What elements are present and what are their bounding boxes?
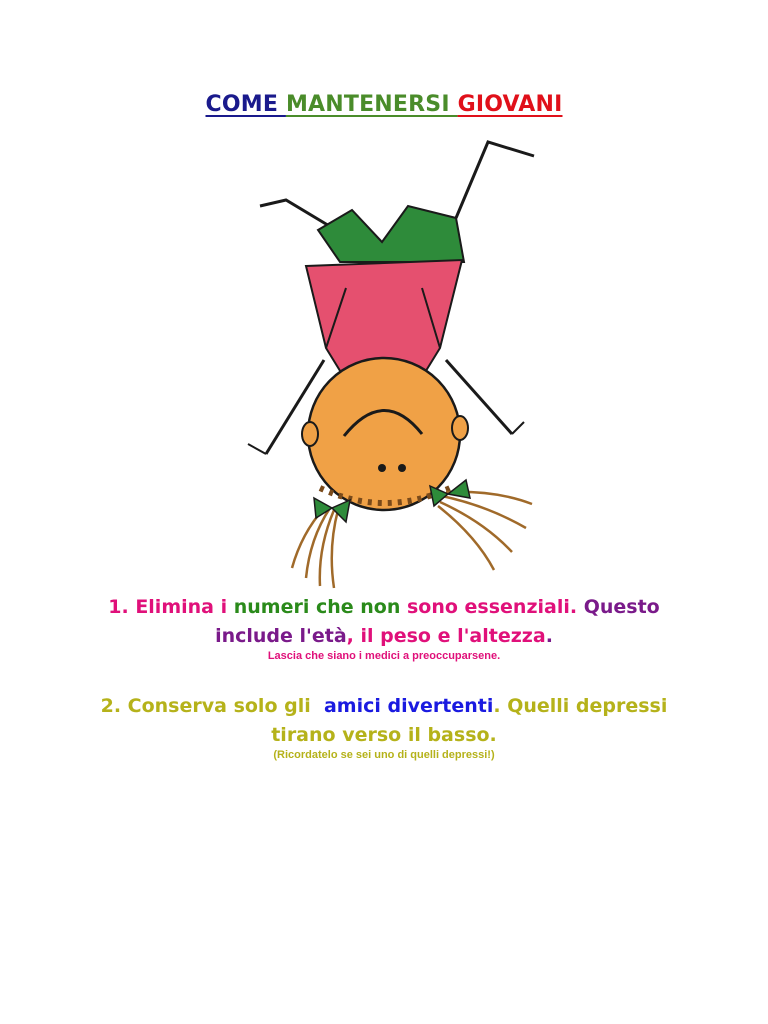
mouth — [342, 409, 424, 437]
upside-down-girl-illustration — [247, 140, 535, 589]
title-word-come: COME — [205, 92, 286, 117]
right-bow — [428, 478, 471, 508]
tip-2-note: (Ricordatelo se sei uno di quelli depres… — [273, 749, 495, 761]
tip-1-word-i: i — [220, 596, 234, 618]
tip-1-comma: , — [346, 625, 361, 647]
right-arm — [444, 359, 514, 435]
green-shorts — [316, 204, 466, 263]
left-leg — [259, 198, 337, 232]
left-bow — [313, 496, 351, 524]
tip-1-word-elimina: Elimina — [135, 596, 221, 618]
head — [306, 356, 462, 512]
title-word-giovani: GIOVANI — [457, 92, 563, 117]
tip-1-paragraph: 1. Elimina i numeri che non sono essenzi… — [0, 593, 768, 651]
tip-2-lead: Conserva solo gli — [127, 695, 318, 717]
tip-2-number: 2. — [100, 695, 128, 717]
tip-1-word-sono: sono essenziali. — [406, 596, 584, 618]
tip-2-tail: . Quelli depressi — [493, 695, 668, 717]
tip-1-peso: il peso e l'altezza — [360, 625, 546, 647]
tip-1-include: include l'età — [215, 625, 347, 647]
right-leg — [454, 140, 535, 219]
tip-2-line2: tirano verso il basso. — [271, 724, 497, 746]
tip-1-questo: Questo — [583, 596, 660, 618]
tip-1-number: 1. — [108, 596, 136, 618]
left-pigtail — [290, 505, 340, 589]
tip-2-paragraph: 2. Conserva solo gli amici divertenti. Q… — [0, 692, 768, 750]
tip-2-highlight: amici divertenti — [323, 695, 494, 717]
left-arm — [264, 359, 326, 455]
tip-1-word-numeri: numeri che non — [233, 596, 407, 618]
tip-1-note: Lascia che siano i medici a preoccuparse… — [267, 650, 501, 662]
right-pigtail — [437, 490, 533, 571]
page-title: COME MANTENERSI GIOVANI — [0, 92, 768, 117]
tip-1-period: . — [545, 625, 553, 647]
title-word-mantenersi: MANTENERSI — [285, 92, 458, 117]
